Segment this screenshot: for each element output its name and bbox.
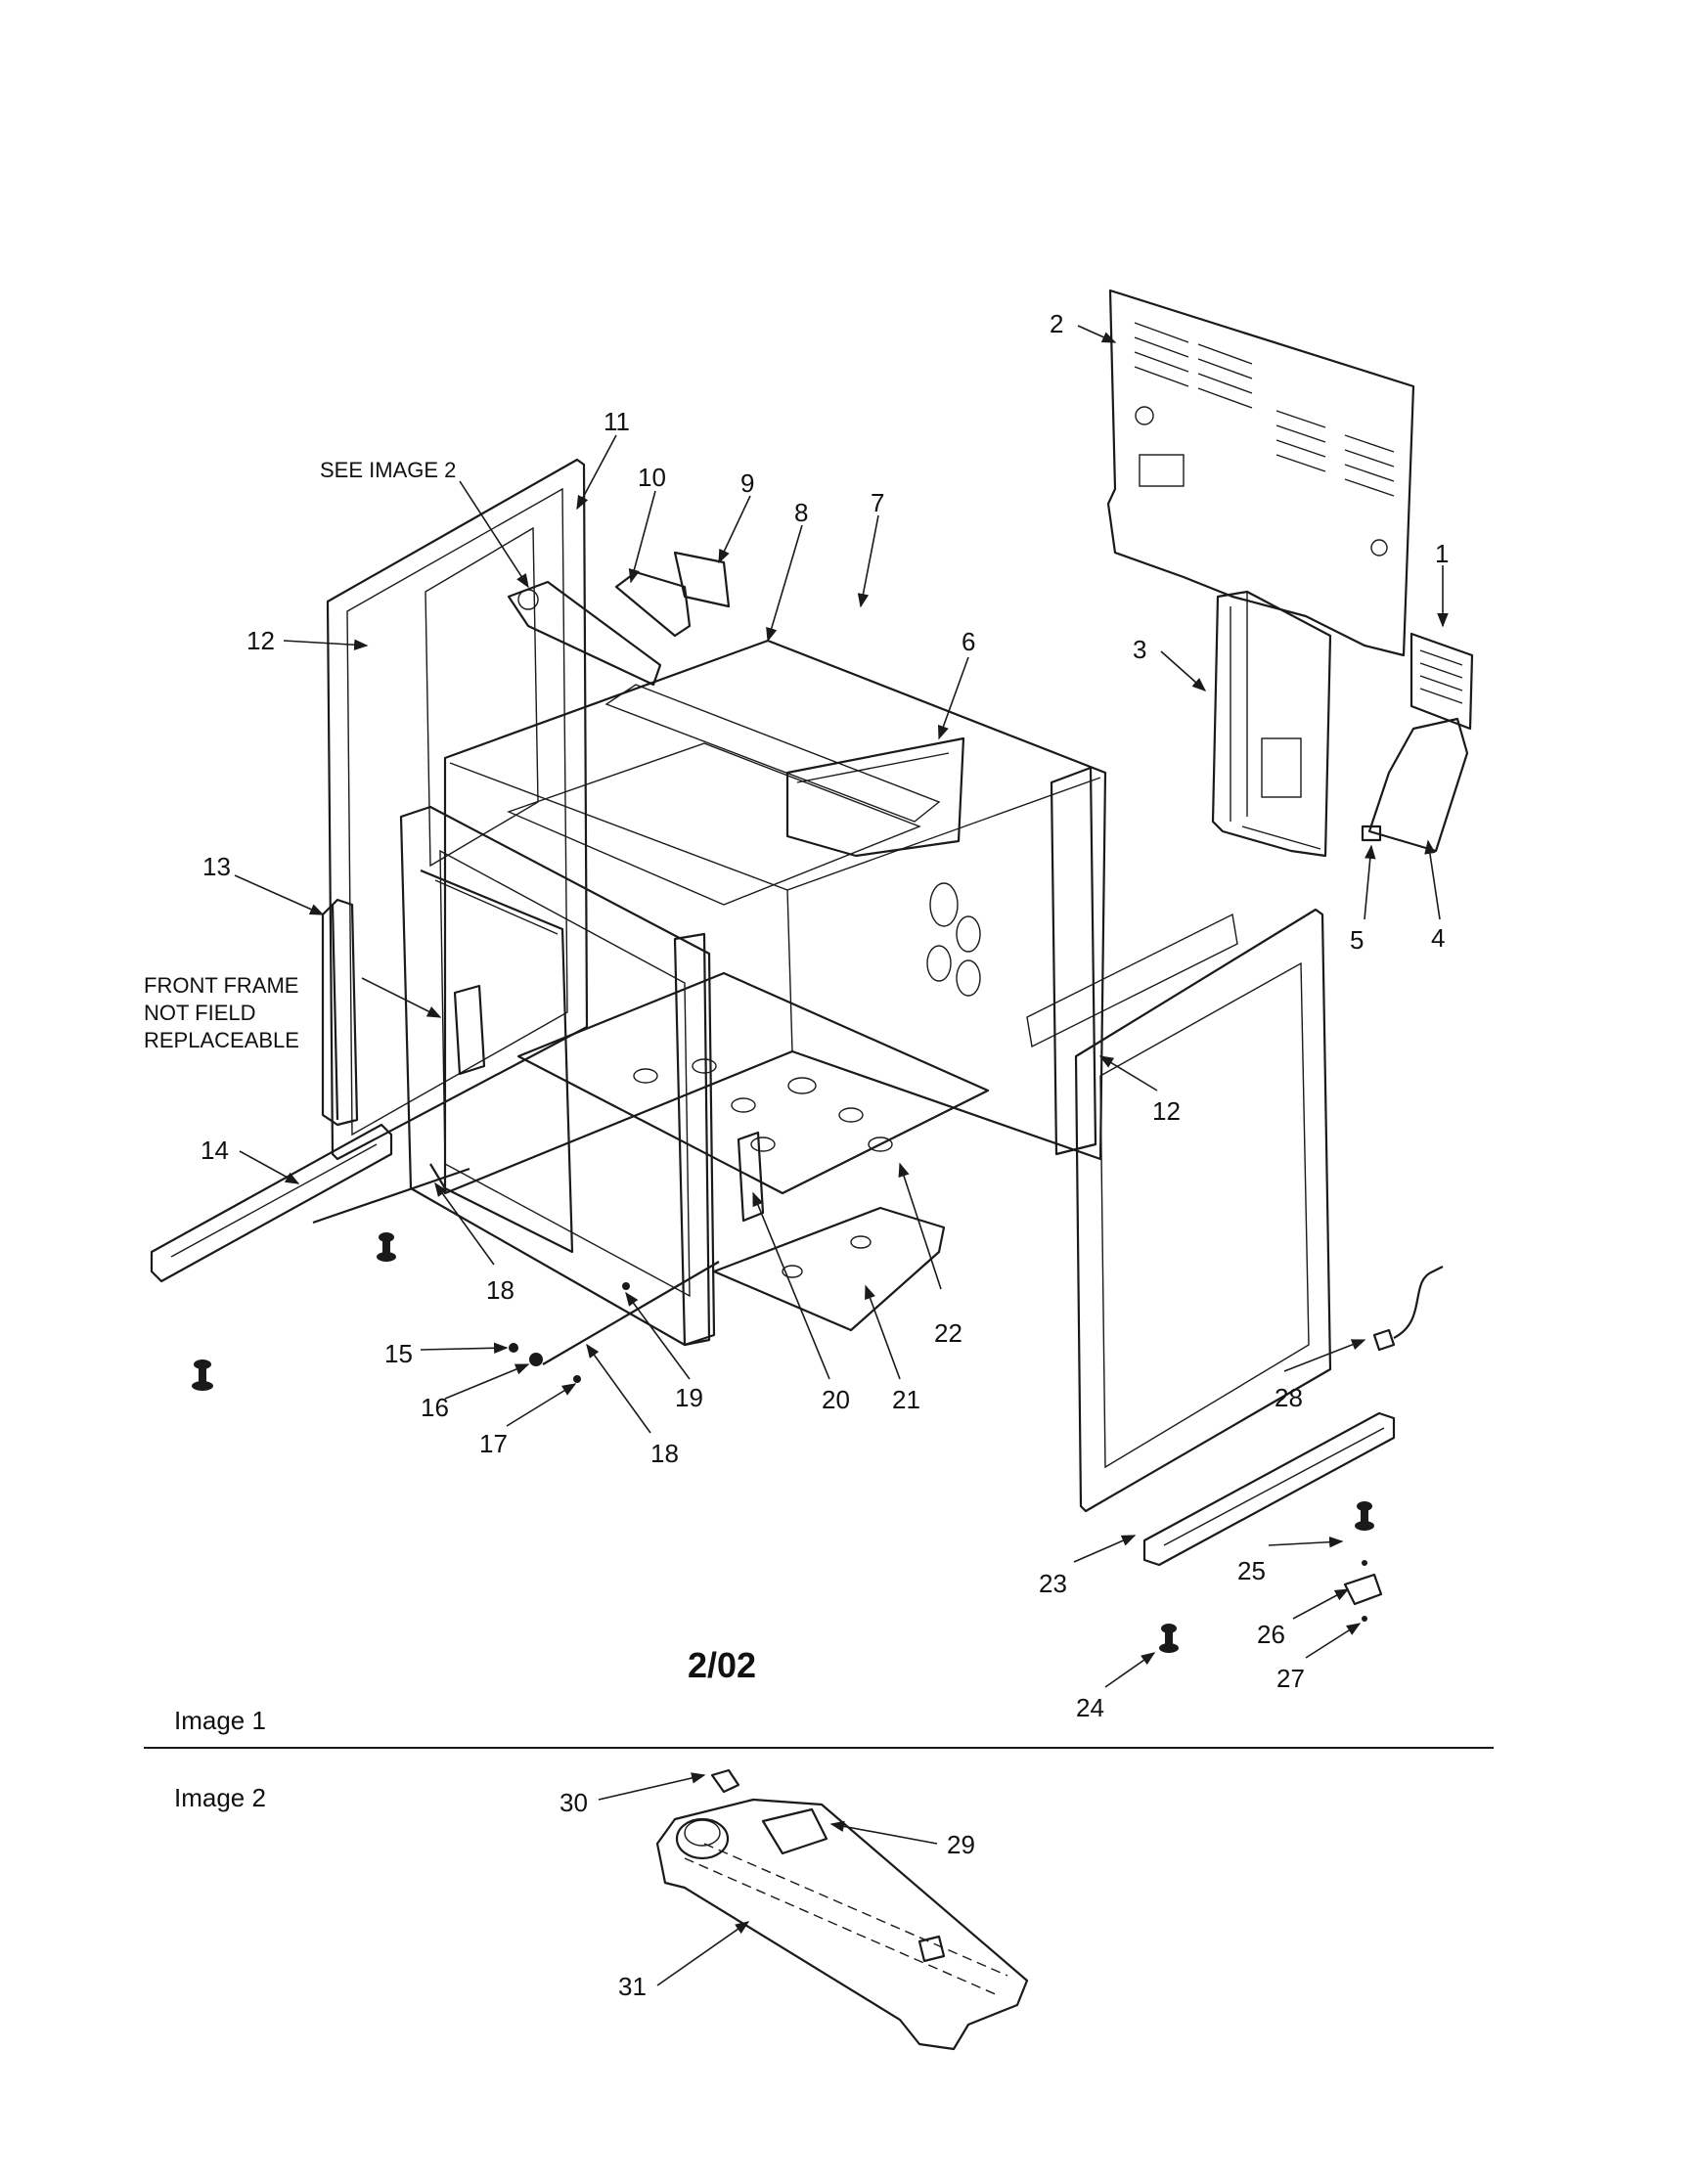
callout-15: 15: [384, 1339, 413, 1368]
front-frame-note-line1: FRONT FRAME: [144, 973, 298, 998]
see-image-2-note: SEE IMAGE 2: [320, 458, 456, 482]
callout-1: 1: [1435, 539, 1449, 568]
rear-box-bracket: [1211, 590, 1332, 858]
callout-22: 22: [934, 1318, 962, 1348]
door-gasket: [321, 869, 574, 1254]
top-brackets: [614, 551, 731, 638]
callout-12b: 12: [1152, 1096, 1181, 1126]
rear-panel: [1106, 289, 1415, 657]
screw-right: [1355, 1501, 1374, 1531]
front-frame-note-line3: REPLACEABLE: [144, 1028, 299, 1052]
vent-duct: [785, 736, 965, 858]
callout-20: 20: [822, 1385, 850, 1414]
control-assembly-image2: [655, 1768, 1029, 2051]
callout-29: 29: [947, 1830, 975, 1859]
callout-23: 23: [1039, 1569, 1067, 1598]
anti-tip-clip: [1343, 1573, 1383, 1606]
screws: [192, 1232, 1374, 1653]
screw-front-left: [377, 1232, 396, 1262]
callout-17: 17: [479, 1429, 508, 1458]
callout-2: 2: [1050, 309, 1063, 338]
caption-image-2: Image 2: [174, 1783, 266, 1812]
power-cord: [1372, 1266, 1444, 1352]
right-side-panel: [1026, 908, 1332, 1513]
callout-3: 3: [1133, 635, 1146, 664]
small-vent-cover: [1409, 632, 1474, 731]
callout-21: 21: [892, 1385, 920, 1414]
callout-18b: 18: [650, 1439, 679, 1468]
callout-19: 19: [675, 1383, 703, 1412]
front-frame-note: FRONT FRAME NOT FIELD REPLACEABLE: [144, 973, 299, 1052]
screw-24: [1159, 1624, 1179, 1653]
callout-18a: 18: [486, 1275, 514, 1305]
door-hinge-bracket: [453, 984, 765, 1223]
callout-28: 28: [1275, 1383, 1303, 1412]
callout-4: 4: [1431, 923, 1445, 953]
callout-11: 11: [604, 407, 630, 436]
front-frame-note-line2: NOT FIELD: [144, 1001, 256, 1025]
screw-left: [192, 1359, 213, 1391]
caption-image-1: Image 1: [174, 1706, 266, 1735]
callout-13: 13: [202, 852, 231, 881]
left-bottom-rail: [150, 1123, 393, 1283]
revision-date: 2/02: [688, 1645, 756, 1685]
callout-25: 25: [1237, 1556, 1266, 1585]
callout-10: 10: [638, 463, 666, 492]
callout-6: 6: [962, 627, 975, 656]
oven-cavity: [443, 639, 1107, 1195]
terminal-bracket: [1361, 717, 1469, 853]
callout-14: 14: [201, 1136, 229, 1165]
control-bracket-ref: [507, 580, 662, 687]
callout-labels: 1 2 3 4 5 6 7 8 9 10 11 12 12 13 14 15 1…: [201, 309, 1449, 2001]
callout-9: 9: [740, 468, 754, 498]
door-rods: [312, 1167, 720, 1365]
callout-16: 16: [421, 1393, 449, 1422]
callout-5: 5: [1350, 925, 1364, 955]
callout-26: 26: [1257, 1620, 1285, 1649]
callout-8: 8: [794, 498, 808, 527]
callout-31: 31: [618, 1972, 647, 2001]
right-bottom-rail: [1142, 1411, 1396, 1567]
callout-30: 30: [559, 1788, 588, 1817]
leader-lines: [234, 325, 1449, 1986]
callout-7: 7: [871, 488, 884, 517]
callout-24: 24: [1076, 1693, 1104, 1722]
callout-12a: 12: [246, 626, 275, 655]
callout-27: 27: [1276, 1664, 1305, 1693]
left-side-panel: [326, 458, 589, 1161]
oven-floor-panels: [516, 971, 990, 1332]
